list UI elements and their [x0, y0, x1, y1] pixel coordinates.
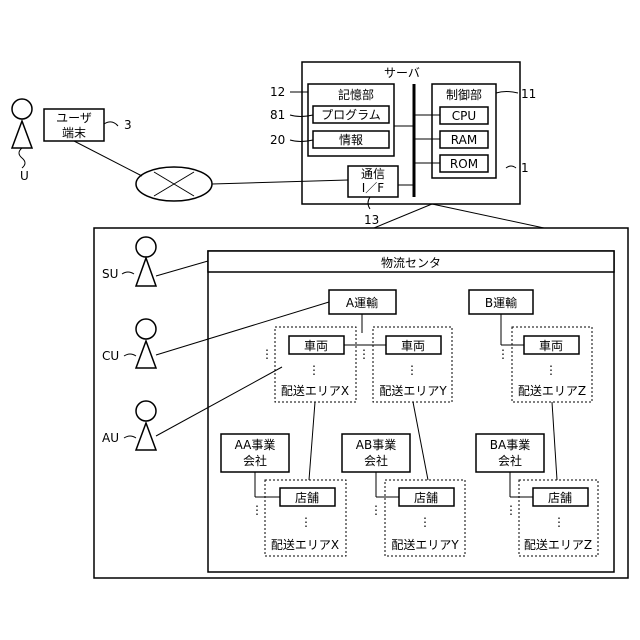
server: サーバ 1 記憶部 12 プログラム 81 情報 20 制御部 11 CPU R…: [270, 62, 536, 227]
user-au-label: AU: [102, 431, 119, 445]
store-y-label: 店舗: [414, 491, 438, 505]
store-x-dots: ⋮: [300, 515, 312, 529]
link-su-center: [156, 261, 208, 276]
user-u-head: [12, 99, 32, 119]
vehicle-x-side-dots: ⋮: [261, 347, 273, 361]
server-title: サーバ: [384, 66, 420, 80]
carrier-a-label: A運輸: [346, 295, 378, 310]
vehicle-y-label: 車両: [401, 339, 425, 353]
center-title: 物流センタ: [381, 256, 441, 270]
vehicle-z-dots: ⋮: [545, 363, 557, 377]
link-au-area-x: [156, 367, 282, 436]
company-ba-line1: BA事業: [490, 438, 530, 452]
company-ba-line2: 会社: [498, 453, 522, 468]
store-z-dots: ⋮: [553, 515, 565, 529]
store-x-side-dots: ⋮: [251, 503, 263, 517]
zoom-line-left: [374, 204, 432, 228]
comm-if-ref: 13: [364, 213, 379, 227]
info-label: 情報: [339, 133, 363, 147]
program-ref: 81: [270, 108, 285, 122]
vehicle-area-x-label: 配送エリアX: [281, 383, 349, 398]
user-terminal-line1: ユーザ: [56, 111, 92, 125]
company-aa-line2: 会社: [243, 453, 267, 468]
store-y-dots: ⋮: [419, 515, 431, 529]
store-z-side-dots: ⋮: [505, 503, 517, 517]
outer-frame: [94, 228, 628, 578]
link-vehicle-x-store-x: [309, 402, 315, 480]
user-su-label: SU: [102, 267, 118, 281]
control-ref: 11: [521, 87, 536, 101]
link-vehicle-z-store-z: [552, 402, 557, 480]
info-ref: 20: [270, 133, 285, 147]
user-su-leader: [122, 272, 134, 274]
comm-if-line2: I／F: [362, 181, 385, 195]
company-ab-line2: 会社: [364, 453, 388, 468]
zoom-line-right: [432, 204, 544, 228]
rom-label: ROM: [450, 157, 478, 171]
vehicle-x-dots: ⋮: [308, 363, 320, 377]
store-x-label: 店舗: [295, 491, 319, 505]
program-label: プログラム: [321, 108, 381, 122]
user-su-head: [136, 237, 156, 257]
vehicle-y-dots: ⋮: [406, 363, 418, 377]
user-au-leader: [124, 436, 136, 438]
user-su-body: [136, 258, 156, 286]
user-au-head: [136, 401, 156, 421]
user-terminal-ref: 3: [124, 118, 132, 132]
company-aa-line1: AA事業: [235, 438, 276, 452]
vehicle-area-y-label: 配送エリアY: [379, 383, 447, 398]
store-y-side-dots: ⋮: [370, 503, 382, 517]
vehicle-z-label: 車両: [539, 339, 563, 353]
user-su: SU: [102, 237, 208, 286]
store-area-x-label: 配送エリアX: [271, 537, 339, 552]
vehicle-z-side-dots: ⋮: [497, 347, 509, 361]
server-ref: 1: [521, 161, 529, 175]
user-cu: CU: [102, 302, 329, 368]
user-au-body: [136, 423, 156, 450]
logistics-center: 物流センタ A運輸 B運輸 車両 車両 車両 ⋮ ⋮ ⋮ ⋮ ⋮ ⋮ 配送エリア…: [208, 251, 614, 572]
link-terminal-network: [74, 141, 142, 176]
user-cu-head: [136, 319, 156, 339]
user-terminal-ref-leader: [104, 122, 118, 126]
store-area-y-label: 配送エリアY: [391, 537, 459, 552]
store-area-z-label: 配送エリアZ: [524, 537, 592, 552]
user-u-leader: [19, 148, 25, 168]
vehicle-y-side-dots: ⋮: [358, 347, 370, 361]
store-z-label: 店舗: [548, 491, 572, 505]
user-cu-label: CU: [102, 349, 119, 363]
carrier-b-label: B運輸: [485, 295, 517, 310]
link-vehicle-y-store-y: [413, 402, 428, 480]
comm-if-line1: 通信: [361, 167, 385, 181]
company-ab-line1: AB事業: [356, 438, 396, 452]
cpu-label: CPU: [452, 109, 476, 123]
control-title: 制御部: [446, 87, 482, 102]
user-terminal-line2: 端末: [62, 126, 86, 140]
user-cu-body: [136, 341, 156, 368]
user-u-ref: U: [20, 169, 29, 183]
user-u-body: [12, 121, 32, 148]
vehicle-area-z-label: 配送エリアZ: [518, 383, 586, 398]
user-cu-leader: [124, 354, 136, 356]
storage-ref: 12: [270, 85, 285, 99]
user-terminal-group: U ユーザ 端末 3: [12, 99, 132, 183]
vehicle-x-label: 車両: [304, 339, 328, 353]
ram-label: RAM: [451, 133, 477, 147]
storage-title: 記憶部: [338, 87, 374, 102]
